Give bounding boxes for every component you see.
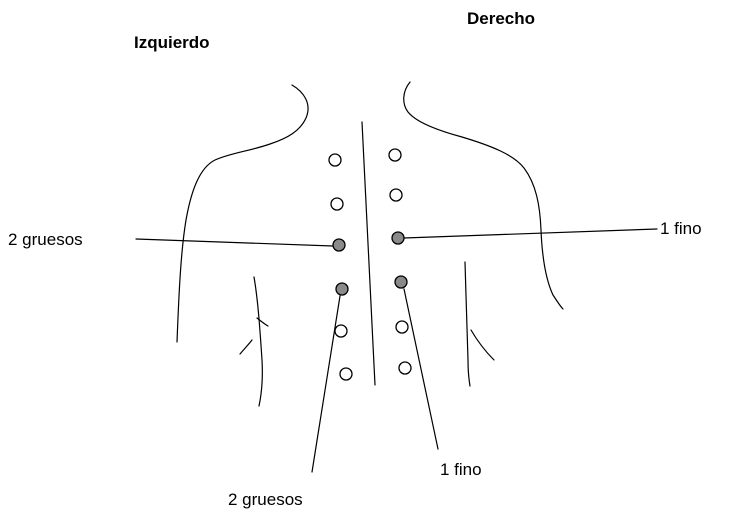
right-shoulder-outline [404, 82, 563, 309]
right-scapula-outline [465, 262, 470, 386]
left-point-5 [335, 325, 347, 337]
spine-line [362, 122, 375, 385]
left-horizontal-leader [136, 239, 333, 246]
left-scapula-mark [240, 340, 252, 354]
right-point-4-marked [395, 276, 407, 288]
left-lower-callout: 2 gruesos [228, 490, 303, 509]
right-point-6 [399, 362, 411, 374]
right-horizontal-callout: 1 fino [660, 219, 702, 238]
left-point-6 [340, 368, 352, 380]
right-point-2 [390, 189, 402, 201]
left-side-label: Izquierdo [134, 33, 210, 52]
right-side-label: Derecho [467, 9, 535, 28]
left-shoulder-outline [177, 85, 308, 342]
left-point-4-marked [336, 283, 348, 295]
right-point-5 [396, 321, 408, 333]
right-scapula-edge [471, 330, 494, 360]
left-point-1 [329, 154, 341, 166]
right-point-1 [389, 149, 401, 161]
left-scapula-outline [254, 277, 262, 406]
right-horizontal-leader [404, 229, 657, 238]
right-lower-callout: 1 fino [440, 460, 482, 479]
right-point-3-marked [392, 232, 404, 244]
left-horizontal-callout: 2 gruesos [8, 230, 83, 249]
left-point-2 [331, 198, 343, 210]
left-lower-leader [312, 296, 340, 472]
left-point-3-marked [333, 239, 345, 251]
